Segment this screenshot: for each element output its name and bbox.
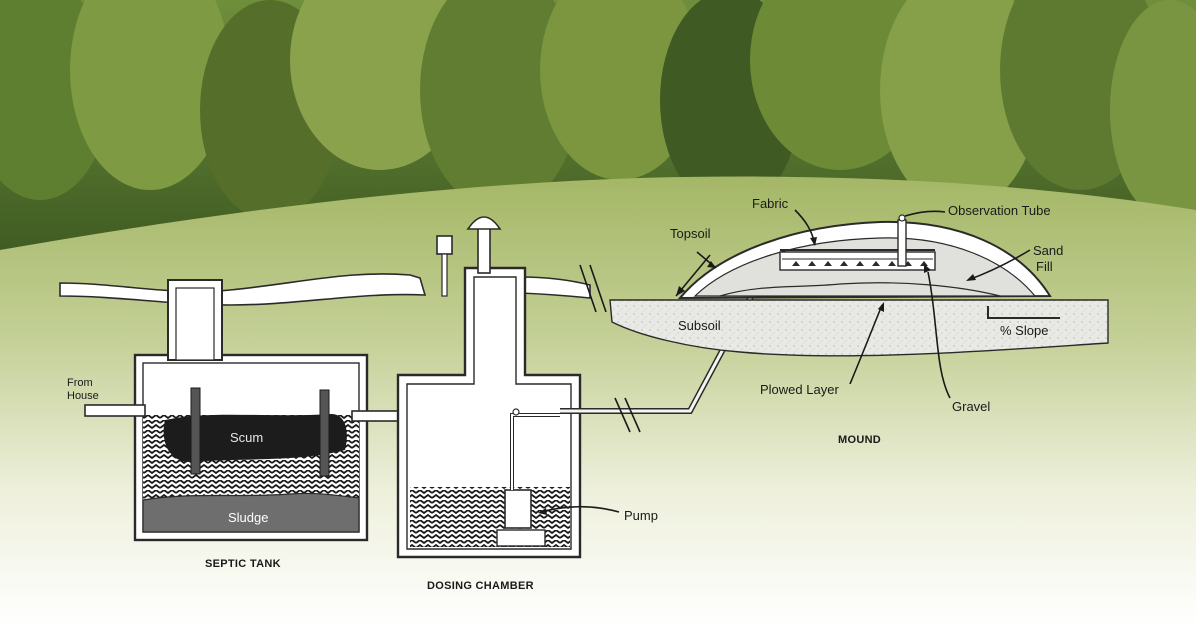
label-fabric: Fabric: [752, 196, 789, 211]
label-septic-tank: SEPTIC TANK: [205, 558, 281, 570]
label-observation-tube: Observation Tube: [948, 203, 1051, 218]
tree-canopy: [0, 0, 1196, 220]
inlet-baffle: [190, 387, 201, 475]
dosing-liquid: [410, 487, 570, 547]
label-from-house-line2: House: [67, 390, 99, 402]
label-gravel: Gravel: [952, 399, 990, 414]
leader-arrows: [538, 209, 1031, 515]
gravel-markers: [792, 261, 928, 266]
label-subsoil: Subsoil: [678, 318, 721, 333]
label-sludge: Sludge: [228, 510, 268, 525]
label-dosing-chamber: DOSING CHAMBER: [427, 580, 534, 592]
label-pump: Pump: [624, 508, 658, 523]
label-mound: MOUND: [838, 434, 881, 446]
label-sand-fill-line1: Sand: [1033, 243, 1063, 258]
house-inlet-pipe: [84, 404, 146, 417]
label-plowed-layer: Plowed Layer: [760, 382, 839, 397]
scum-layer: [163, 413, 347, 462]
label-sand-fill-line2: Fill: [1036, 259, 1053, 274]
vent-pipes: [436, 216, 502, 297]
label-scum: Scum: [230, 430, 263, 445]
label-slope: % Slope: [1000, 323, 1048, 338]
pipe-break-marks: [579, 264, 641, 433]
sludge-layer: [142, 492, 360, 533]
dosing-chamber: [396, 266, 582, 559]
plowed-layer-line: [719, 282, 1001, 297]
subsoil-layer: [609, 299, 1109, 357]
slope-indicator: [987, 306, 1060, 319]
pump-unit: [504, 489, 532, 529]
ground-surface-mid: [519, 276, 591, 299]
outlet-baffle: [319, 389, 330, 477]
septic-tank: [133, 279, 369, 542]
gravel-bed: [779, 251, 936, 271]
observation-tube: [897, 219, 907, 267]
label-topsoil: Topsoil: [670, 226, 711, 241]
mound: [609, 214, 1109, 357]
label-from-house-line1: From: [67, 377, 93, 389]
labels: From House Scum Sludge SEPTIC TANK DOSIN…: [67, 196, 1063, 592]
